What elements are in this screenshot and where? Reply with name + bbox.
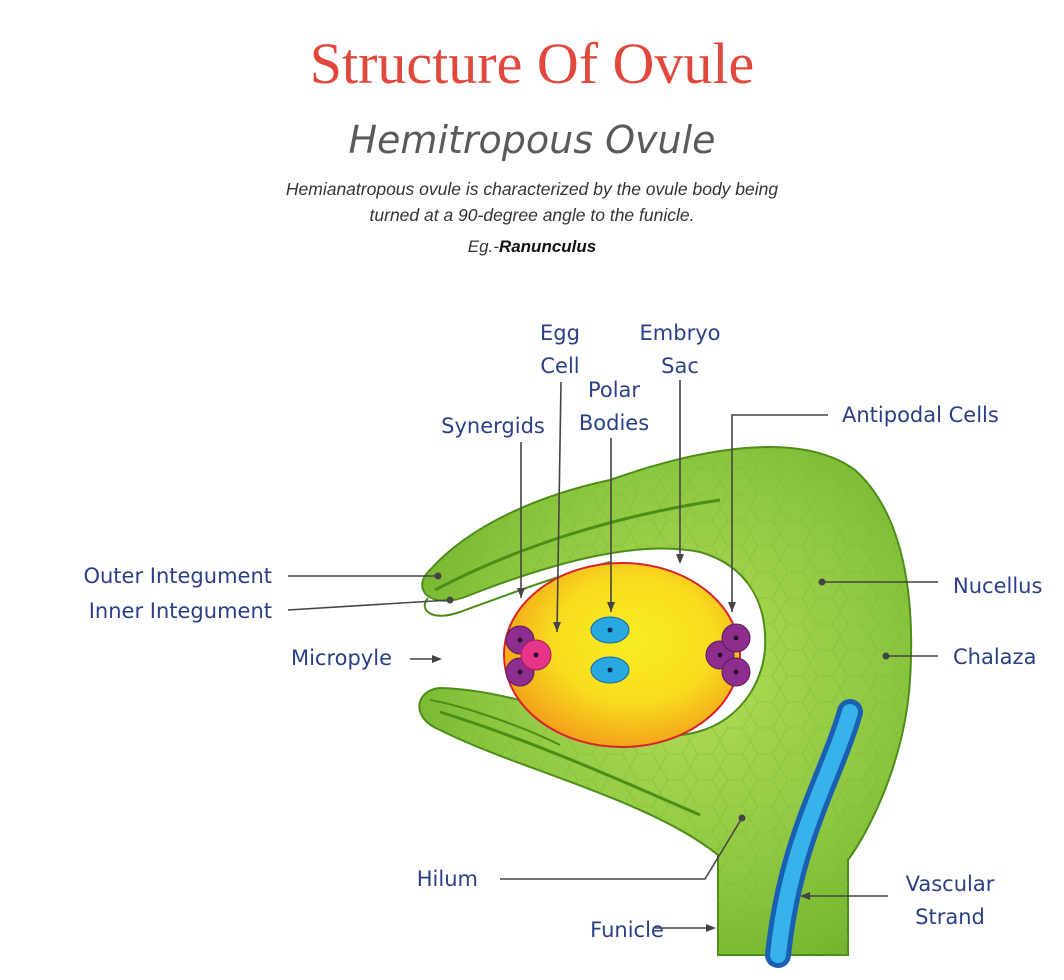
example: Eg.-Ranunculus	[0, 237, 1064, 257]
polar-bodies	[590, 616, 630, 684]
label-polar-bodies-1: Polar	[588, 378, 640, 402]
label-inner-integument: Inner Integument	[89, 599, 272, 623]
label-chalaza: Chalaza	[953, 645, 1036, 669]
label-embryo-sac-2: Sac	[661, 354, 699, 378]
example-name: Ranunculus	[498, 237, 597, 256]
lower-inner-lobe	[429, 699, 561, 746]
page-subtitle: Hemitropous Ovule	[348, 118, 716, 162]
ovule-body	[418, 446, 913, 956]
leader-arrowheads	[432, 554, 810, 932]
egg-apparatus	[505, 625, 552, 687]
antipodal-cells	[705, 623, 751, 687]
label-antipodal-cells: Antipodal Cells	[842, 403, 999, 427]
description-line-1: Hemianatropous ovule is characterized by…	[285, 179, 779, 199]
vascular-strand	[765, 699, 863, 968]
label-synergids: Synergids	[441, 414, 545, 438]
label-egg-cell-1: Egg	[540, 321, 580, 345]
description: Hemianatropous ovule is characterized by…	[232, 176, 832, 228]
label-outer-integument: Outer Integument	[83, 564, 272, 588]
label-funicle: Funicle	[590, 918, 664, 942]
description-line-2: turned at a 90-degree angle to the funic…	[369, 205, 695, 225]
label-egg-cell-2: Cell	[540, 354, 579, 378]
label-vascular-strand-2: Strand	[915, 905, 985, 929]
leader-lines	[287, 380, 938, 929]
lower-integument-divider	[439, 710, 701, 817]
label-embryo-sac-1: Embryo	[640, 321, 721, 345]
page-title: Structure Of Ovule	[309, 31, 755, 96]
label-vascular-strand-1: Vascular	[906, 872, 995, 896]
embryo-sac	[503, 562, 751, 748]
label-polar-bodies-2: Bodies	[579, 411, 649, 435]
leader-dots	[434, 572, 890, 822]
label-micropyle: Micropyle	[291, 646, 392, 670]
label-nucellus: Nucellus	[953, 574, 1042, 598]
example-prefix: Eg.-	[467, 237, 499, 256]
nucellus-texture	[419, 447, 912, 955]
label-hilum: Hilum	[417, 867, 478, 891]
outer-integument-divider	[434, 498, 721, 592]
